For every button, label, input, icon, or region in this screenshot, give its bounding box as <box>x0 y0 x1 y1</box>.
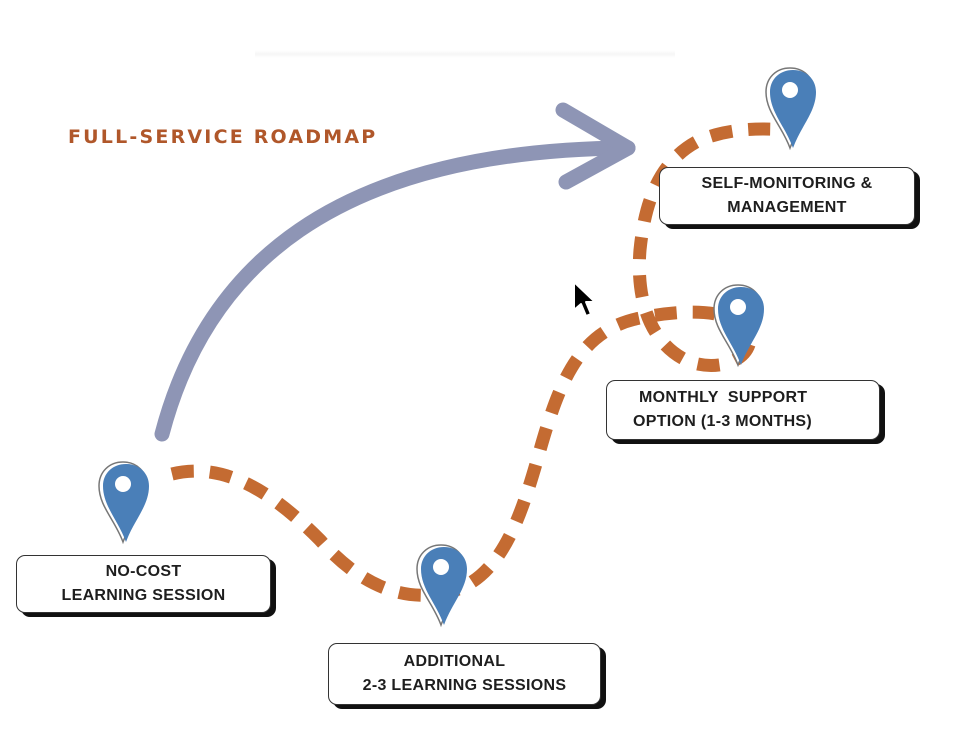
pin-hole <box>782 82 798 98</box>
step-card-line2: MANAGEMENT <box>727 199 847 216</box>
curved-arrow-icon <box>154 102 636 442</box>
pin-hole <box>433 559 449 575</box>
step-card-self-monitoring: SELF-MONITORING & MANAGEMENT <box>659 167 915 225</box>
dashed-route-path <box>170 122 791 602</box>
pin-hole <box>115 476 131 492</box>
arrow-shaft <box>154 140 636 442</box>
map-pin-icon <box>98 461 149 545</box>
step-card-line1: SELF-MONITORING & <box>701 175 873 192</box>
map-pin-icon <box>416 544 467 628</box>
step-card-line2: OPTION (1-3 MONTHS) <box>633 413 813 430</box>
step-card-monthly-support: MONTHLY SUPPORT OPTION (1-3 MONTHS) <box>606 380 880 440</box>
map-pin-icon <box>713 284 764 368</box>
step-card-no-cost-session: NO-COST LEARNING SESSION <box>16 555 271 613</box>
top-divider-shade <box>255 50 675 58</box>
step-card-line1: ADDITIONAL <box>403 653 506 670</box>
step-card-line2: 2-3 LEARNING SESSIONS <box>362 677 567 694</box>
map-pin-icon <box>765 67 816 151</box>
roadmap-title: FULL-SERVICE ROADMAP <box>68 126 378 148</box>
pin-hole <box>730 299 746 315</box>
step-card-line2: LEARNING SESSION <box>61 587 226 604</box>
pointer-cursor-icon <box>573 281 596 317</box>
step-card-additional-sessions: ADDITIONAL 2-3 LEARNING SESSIONS <box>328 643 601 705</box>
arrow-head <box>555 102 636 190</box>
step-card-line1: NO-COST <box>105 563 182 580</box>
step-card-line1: MONTHLY SUPPORT <box>639 389 808 406</box>
